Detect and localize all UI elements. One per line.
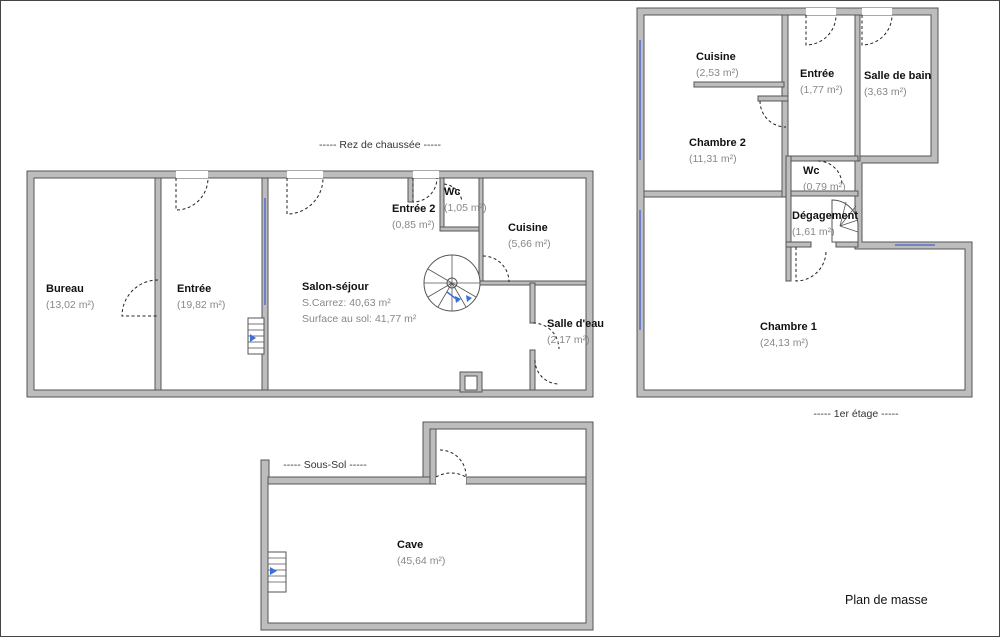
wall-etage-vertical [781,14,789,198]
room-area-bureau: (13,02 m²) [46,299,94,311]
room-name-salon: Salon-séjour [302,281,369,293]
chimney-duct [464,375,478,391]
door-salon-front [286,177,324,215]
basement: ----- Sous-Sol ----- Cave (45,64 m²) [260,421,594,631]
ground-floor-outer-walls [26,170,594,398]
straight-staircase-basement [267,551,287,593]
door-salle-bain [861,14,893,46]
door-entree-front [175,177,209,211]
room-area-entree-etage: (1,77 m²) [800,84,843,96]
door-salle-eau-lower [534,359,560,385]
room-name-salle-eau: Salle d'eau [547,318,604,330]
straight-staircase-ground [247,317,265,355]
room-area-cuisine-etage: (2,53 m²) [696,67,739,79]
room-area-chambre2: (11,31 m²) [689,153,737,165]
plan-title: Plan de masse [845,593,928,607]
door-entree2 [412,177,438,203]
room-area-wc-etage: (0,79 m²) [803,181,846,193]
wall-wc-cuisine [478,177,484,285]
wall-cuisine-etage-bottom [693,81,785,88]
room-name-cuisine-etage: Cuisine [696,51,736,63]
room-name-entree2: Entrée 2 [392,203,435,215]
room-name-wc-etage: Wc [803,165,820,177]
room-area-salon-carrez: S.Carrez: 40,63 m² [302,297,391,309]
door-cave [435,472,467,478]
room-name-bureau: Bureau [46,283,84,295]
basement-outer-walls [260,421,594,631]
level-label-first: ----- 1er étage ----- [813,408,899,420]
room-area-cave: (45,64 m²) [397,555,445,567]
room-area-wc-rdc: (1,05 m²) [444,202,487,214]
room-name-wc-rdc: Wc [444,186,461,198]
wall-entree-bain [854,14,861,162]
room-area-entree-rdc: (19,82 m²) [177,299,225,311]
room-name-cuisine-rdc: Cuisine [508,222,548,234]
door-gap-entree [176,171,208,178]
room-area-salle-bain: (3,63 m²) [864,86,907,98]
wall-wc-bottom [439,226,483,232]
door-gap-cave [436,477,466,484]
first-floor: ----- 1er étage ----- Cuisine (2,53 m²) … [636,7,973,420]
room-area-entree2: (0,85 m²) [392,219,435,231]
door-gap-entree2 [413,171,439,178]
spiral-staircase [423,254,481,312]
door-wc-etage [817,160,843,186]
wall-cave-top-left [267,476,431,485]
room-area-cuisine-rdc: (5,66 m²) [508,238,551,250]
room-name-entree-rdc: Entrée [177,283,211,295]
room-name-salle-bain: Salle de bain [864,70,932,82]
door-gap-etage-top [806,8,836,15]
wall-degagement-left [785,155,792,282]
room-area-salon-sol: Surface au sol: 41,77 m² [302,313,417,325]
door-gap-salon [287,171,323,178]
door-gap-bain-top [862,8,892,15]
door-cave-arc [439,449,467,477]
spiral-staircase-upper [831,199,859,243]
room-name-degagement: Dégagement [792,210,858,222]
wall-bureau-entree [154,177,162,391]
room-area-salle-eau: (2,17 m²) [547,334,590,346]
level-label-ground: ----- Rez de chaussée ----- [319,139,441,151]
wall-cave-annex [429,428,437,485]
wall-chambre2-bottom [643,190,787,198]
wall-salle-eau-lower [529,349,536,391]
first-floor-outer-walls [636,7,973,398]
door-chambre1 [795,247,827,282]
wall-entree-etage-bottom [757,95,789,102]
wall-degagement-bottom-right [835,241,859,248]
wall-salon-entree2 [407,177,414,203]
wall-wc-etage-top [785,155,859,162]
room-name-chambre1: Chambre 1 [760,321,817,333]
wall-degagement-bottom [785,241,812,248]
room-name-chambre2: Chambre 2 [689,137,746,149]
wall-salle-eau [529,282,536,324]
door-bureau-entree [121,279,159,317]
ground-floor: ----- Rez de chaussée ----- Bureau (13,0… [26,139,604,398]
room-name-entree-etage: Entrée [800,68,834,80]
door-entree-etage [805,14,837,46]
room-area-degagement: (1,61 m²) [792,226,835,238]
door-wc [443,183,463,203]
wall-cave-top-right [465,476,587,485]
level-label-basement: ----- Sous-Sol ----- [283,459,367,471]
room-area-chambre1: (24,13 m²) [760,337,808,349]
room-name-cave: Cave [397,539,423,551]
door-cuisine [482,255,510,283]
